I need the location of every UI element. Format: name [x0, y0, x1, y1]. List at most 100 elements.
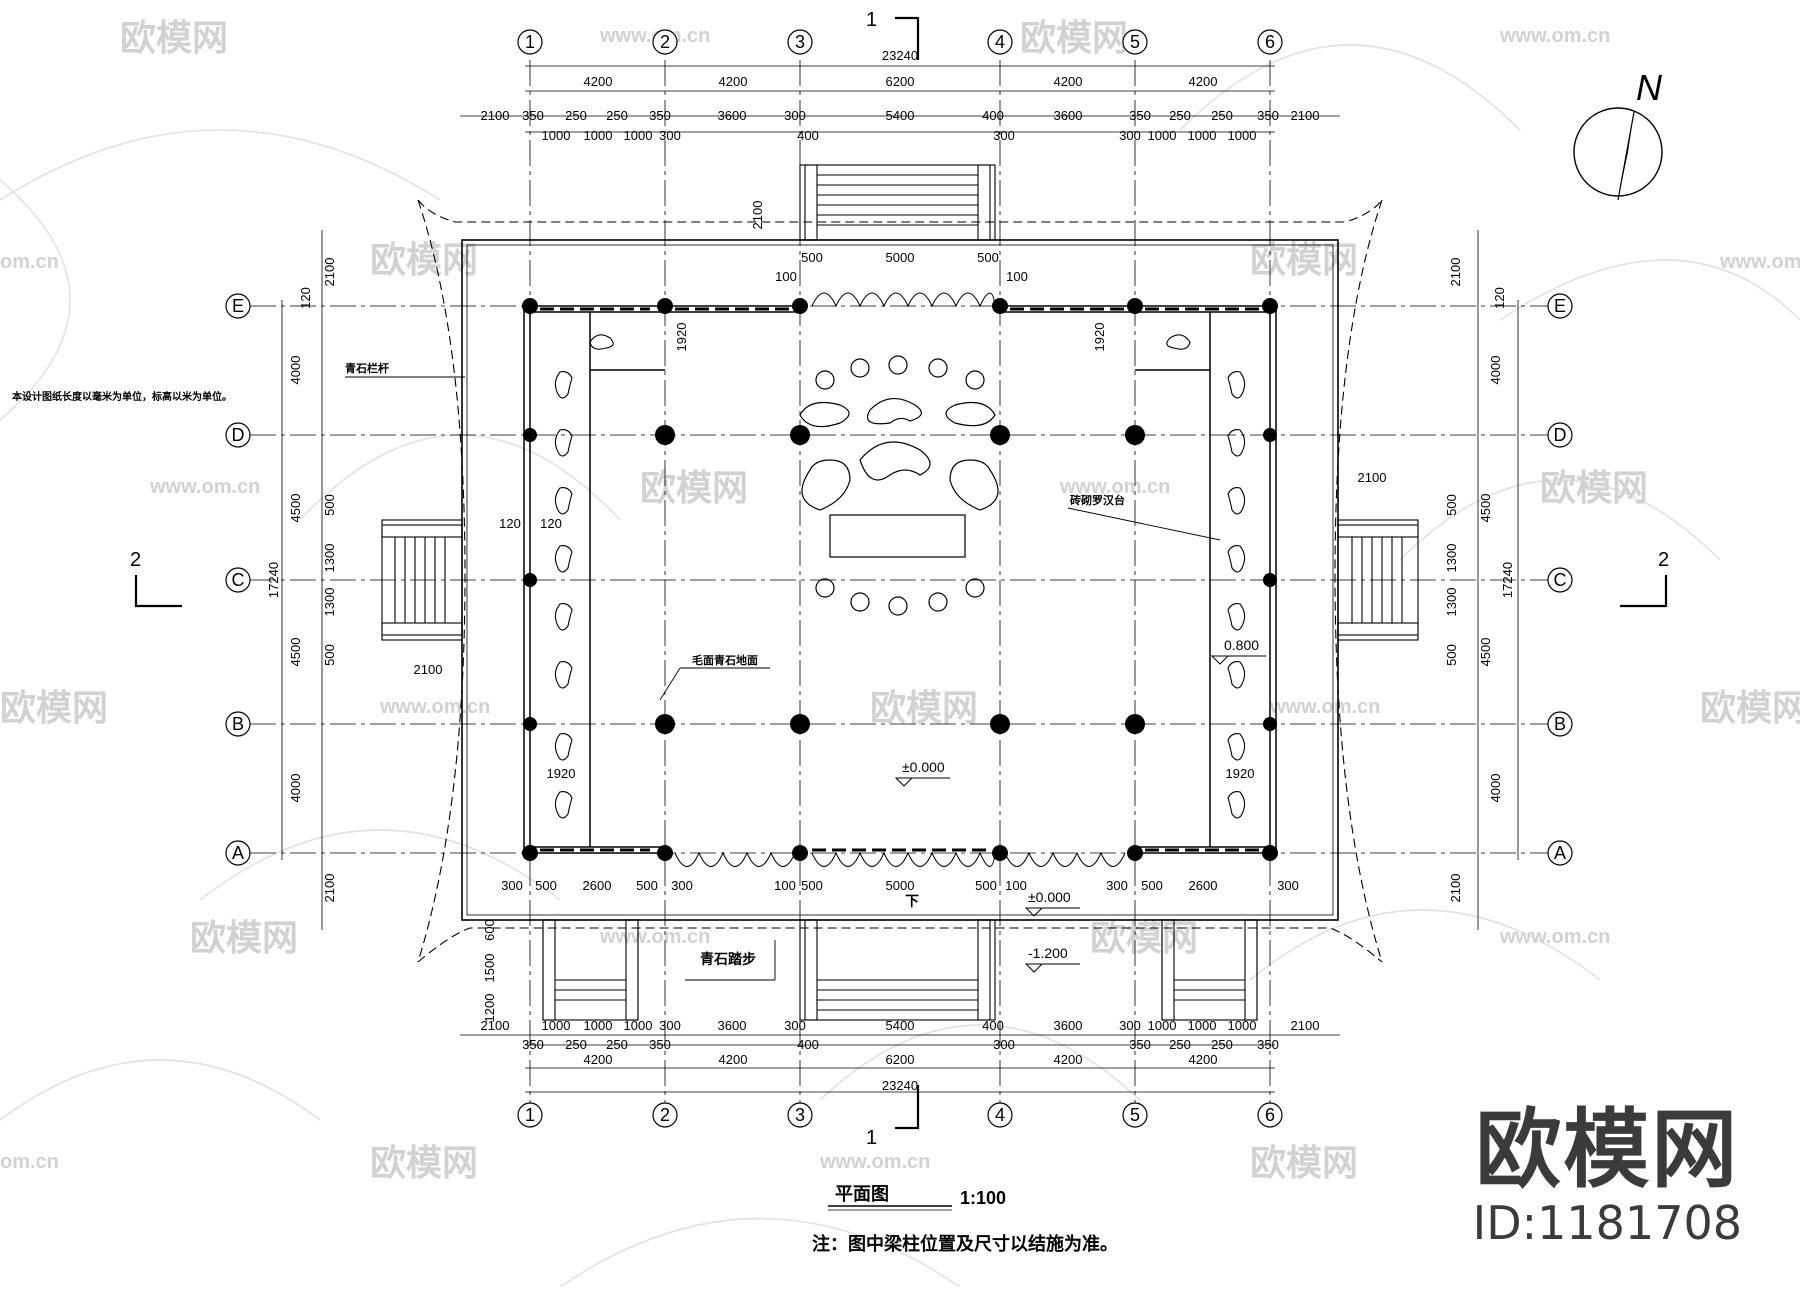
bay-depth: 4500 — [1478, 494, 1493, 523]
dim-text: 1000 — [542, 128, 571, 143]
drawing-note: 注：图中梁柱位置及尺寸以结施为准。 — [812, 1233, 1118, 1254]
grid-column-label: 1 — [525, 32, 535, 52]
dim-text: 3600 — [718, 108, 747, 123]
dim-text: 2100 — [750, 201, 765, 230]
door-swings — [674, 292, 1126, 867]
grid-bubbles — [225, 29, 1573, 1128]
dim-text: 250 — [1169, 108, 1191, 123]
dim-text: 1200 — [482, 994, 497, 1023]
hall-walls — [523, 305, 1277, 854]
dim-text: 3600 — [718, 1018, 747, 1033]
grid-column-label: 5 — [1130, 1105, 1140, 1125]
dim-text: 300 — [1106, 878, 1128, 893]
dim-text: 1000 — [1228, 128, 1257, 143]
elevation-label: ±0.000 — [1028, 889, 1071, 905]
grid-column-label: 4 — [995, 32, 1005, 52]
dim-text: 350 — [1129, 1037, 1151, 1052]
dim-text: 500 — [801, 250, 823, 265]
dim-text: 350 — [1257, 108, 1279, 123]
grid-row-label: D — [232, 425, 245, 445]
dim-text: 1300 — [322, 544, 337, 573]
dim-text: 500 — [1141, 878, 1163, 893]
dim-text: 1920 — [674, 323, 689, 352]
vertical-dimension-texts: 4000 4500 4500 4000 4000 4500 4500 4000 … — [266, 201, 1515, 1023]
watermark-logo: 欧模网 — [640, 467, 748, 508]
dim-text: 400 — [797, 128, 819, 143]
dim-text: 1000 — [624, 128, 653, 143]
grid-column-label: 1 — [525, 1105, 535, 1125]
section-label: 1 — [866, 9, 877, 31]
dim-text: 1920 — [1092, 323, 1107, 352]
dim-text: 1000 — [584, 1018, 613, 1033]
bay-width: 4200 — [584, 1052, 613, 1067]
dim-text: 300 — [784, 108, 806, 123]
dim-text: 300 — [659, 128, 681, 143]
grid-column-label: 2 — [660, 1105, 670, 1125]
bay-width: 4200 — [1054, 1052, 1083, 1067]
dim-text: 500 — [977, 250, 999, 265]
dim-text: 300 — [1119, 1018, 1141, 1033]
dim-text: 300 — [993, 1037, 1015, 1052]
dim-text: 5000 — [886, 878, 915, 893]
watermark-logo: 欧模网 — [1250, 1142, 1358, 1183]
dim-text: 2600 — [1189, 878, 1218, 893]
dim-text: 3600 — [1054, 108, 1083, 123]
dim-text: 400 — [797, 1037, 819, 1052]
dim-text: 300 — [993, 128, 1015, 143]
ground-label: 青石踏步 — [700, 951, 756, 967]
title-block: 平面图 1:100 注：图中梁柱位置及尺寸以结施为准。 — [812, 1184, 1118, 1254]
bay-width: 4200 — [1189, 1052, 1218, 1067]
dim-text: 350 — [649, 1037, 671, 1052]
watermark-logo: 欧模网 — [370, 239, 478, 280]
grid-column-label: 5 — [1130, 32, 1140, 52]
bay-width: 4200 — [584, 74, 613, 89]
dim-text: 500 — [1444, 494, 1459, 516]
bay-depth: 4500 — [1478, 638, 1493, 667]
dim-text: 100 — [774, 878, 796, 893]
dim-text: 2100 — [1291, 108, 1320, 123]
dim-text: 350 — [522, 108, 544, 123]
grid-row-label: D — [1554, 425, 1567, 445]
dim-text: 500 — [322, 644, 337, 666]
dim-text: 5400 — [886, 108, 915, 123]
dim-text: 2100 — [1448, 874, 1463, 903]
north-arrow: N — [1573, 67, 1663, 201]
unit-note: 本设计图纸长度以毫米为单位，标高以米为单位。 — [12, 390, 232, 403]
dim-text: 250 — [1211, 108, 1233, 123]
dim-text: 2100 — [481, 1018, 510, 1033]
dim-text: 1000 — [1188, 1018, 1217, 1033]
bay-width: 4200 — [719, 74, 748, 89]
grid-column-label: 6 — [1265, 1105, 1275, 1125]
elevation-texts: ±0.000 0.800 ±0.000 -1.200 — [902, 637, 1259, 961]
bay-depth: 4000 — [288, 356, 303, 385]
dim-text: 500 — [322, 494, 337, 516]
watermark-logo: 欧模网 — [1700, 687, 1800, 728]
watermark-arcs — [0, 44, 1800, 1288]
grid-column-label: 6 — [1265, 32, 1275, 52]
dim-text: 500 — [636, 878, 658, 893]
bay-width: 4200 — [719, 1052, 748, 1067]
window-hatch — [540, 307, 1260, 852]
bay-depth: 4500 — [288, 494, 303, 523]
dim-text: 1300 — [1444, 588, 1459, 617]
bay-width: 4200 — [1189, 74, 1218, 89]
dim-text: 1300 — [1444, 544, 1459, 573]
north-label: N — [1636, 67, 1663, 108]
watermark-url: www.om.cn — [1499, 926, 1610, 948]
dim-text: 1920 — [1226, 766, 1255, 781]
grid-row-label: C — [232, 570, 245, 590]
dim-text: 2600 — [583, 878, 612, 893]
roof-eave-outline — [417, 199, 1383, 963]
section-marks — [134, 16, 1668, 1130]
bay-width: 6200 — [886, 1052, 915, 1067]
grid-column-label: 3 — [795, 1105, 805, 1125]
dim-text: 500 — [1444, 644, 1459, 666]
dim-text: 1300 — [322, 588, 337, 617]
central-altar-group — [799, 355, 999, 616]
overall-width-bottom: 23240 — [882, 1078, 918, 1093]
drawing-scale: 1:100 — [960, 1188, 1006, 1208]
dim-text: 1500 — [482, 954, 497, 983]
watermark-logo: 欧模网 — [190, 917, 298, 958]
overall-depth: 17240 — [1500, 562, 1515, 598]
